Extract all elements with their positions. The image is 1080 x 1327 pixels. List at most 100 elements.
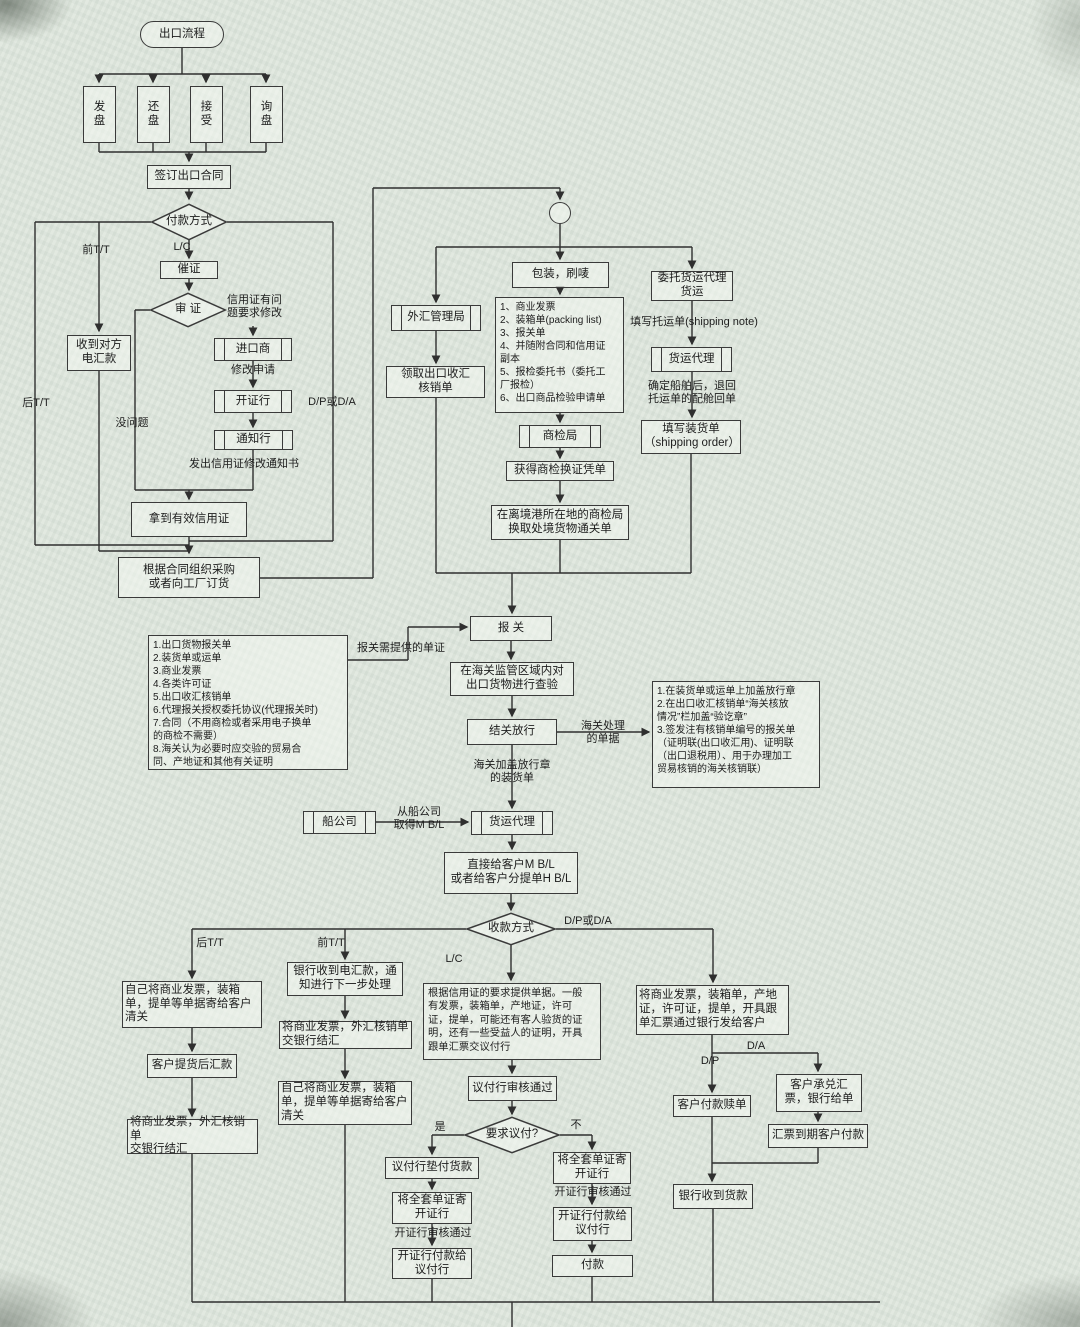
node-accept: 接 受 (190, 86, 223, 143)
label-lc-problem: 信用证有问 题要求修改 (227, 294, 282, 320)
label-dp-da: D/P或D/A (308, 396, 356, 408)
node-advising-bank-label: 通知行 (236, 433, 271, 446)
node-a1: 自己将商业发票，装箱 单，提单等单据寄给客户 清关 (122, 981, 262, 1028)
label-dp-da-2: D/P或D/A (564, 915, 612, 927)
node-f1-label: 将商业发票，装箱单，产地 证，许可证，提单，开具跟 单汇票通过银行发给客户 (639, 989, 777, 1029)
node-customs-release-label: 结关放行 (489, 725, 535, 738)
node-freight-agent-1: 货运代理 (651, 347, 732, 372)
label-no-problem: 没问题 (115, 417, 149, 429)
node-shipping-company-label: 船公司 (322, 815, 357, 828)
label-from-shipping-co: 从船公司 取得M B/L (393, 806, 445, 832)
node-d2-label: 将全套单证寄 开证行 (397, 1194, 467, 1220)
node-valid-lc: 拿到有效信用证 (131, 502, 247, 537)
node-port-inspection-label: 在离境港所在地的商检局 换取处境货物通关单 (496, 508, 624, 535)
node-inquiry-label: 询 盘 (260, 100, 273, 127)
node-d1: 议付行垫付货款 (385, 1157, 479, 1179)
node-b2-label: 将商业发票，外汇核销单 交银行结汇 (282, 1021, 409, 1047)
node-receive-tt-label: 收到对方 电汇款 (76, 339, 122, 365)
node-b1: 银行收到电汇款，通 知进行下一步处理 (287, 962, 403, 996)
node-collection-method: 收款方式 (466, 913, 556, 945)
node-payment-method-label: 付款方式 (166, 215, 212, 228)
node-accept-label: 接 受 (200, 100, 213, 127)
node-b2: 将商业发票，外汇核销单 交银行结汇 (279, 1021, 412, 1049)
node-counter-offer-label: 还 盘 (147, 100, 160, 127)
node-offer: 发 盘 (83, 86, 116, 143)
node-d3: 开证行付款给 议付行 (392, 1248, 472, 1279)
node-organize-procurement: 根据合同组织采购 或者向工厂订货 (118, 557, 260, 598)
label-qian-tt: 前T/T (82, 244, 110, 256)
node-safe-bureau-label: 外汇管理局 (407, 311, 465, 324)
node-a1-label: 自己将商业发票，装箱 单，提单等单据寄给客户 清关 (125, 983, 252, 1024)
node-b3: 自己将商业发票，装箱 单，提单等单据寄给客户 清关 (278, 1081, 412, 1125)
label-modify-request: 修改申请 (231, 364, 275, 376)
node-customs-declaration-label: 报 关 (497, 621, 525, 634)
node-sign-contract: 签订出口合同 (147, 165, 231, 189)
node-give-bl-label: 直接给客户M B/L 或者给客户分提单H B/L (450, 859, 572, 885)
node-negotiate-question-label: 要求议付? (485, 1128, 539, 1141)
connector-circle (549, 202, 571, 224)
node-urge-lc-label: 催证 (177, 263, 201, 276)
node-freight-agent-2-label: 货运代理 (489, 816, 535, 829)
node-freight-agent-2: 货运代理 (471, 811, 553, 835)
node-review-lc: 审 证 (150, 293, 226, 327)
node-customs-docs-label: 1.在装货单或运单上加盖放行章 2.在出口收汇核销单“海关核放 情况”栏加盖“验… (657, 686, 796, 775)
node-get-verification-form: 领取出口收汇 核销单 (386, 366, 485, 398)
node-packing-docs: 1、商业发票 2、装箱单(packing list) 3、报关单 4、并随附合同… (495, 297, 624, 413)
node-negotiate-question: 要求议付? (464, 1117, 560, 1153)
label-dp: D/P (700, 1055, 720, 1067)
node-urge-lc: 催证 (160, 261, 218, 279)
node-d3-label: 开证行付款给 议付行 (397, 1249, 467, 1276)
node-declaration-docs-label: 1.出口货物报关单 2.装货单或运单 3.商业发票 4.各类许可证 5.出口收汇… (153, 640, 318, 768)
node-f2-label: 客户付款赎单 (677, 1099, 747, 1112)
node-e3: 付款 (552, 1255, 633, 1277)
node-lc-docs-label: 根据信用证的要求提供单据。一般 有发票，装箱单，产地证，许可 证，提单，可能还有… (428, 988, 583, 1053)
node-e3-label: 付款 (581, 1259, 604, 1272)
label-lc: L/C (173, 241, 191, 253)
node-valid-lc-label: 拿到有效信用证 (148, 512, 230, 525)
node-port-inspection: 在离境港所在地的商检局 换取处境货物通关单 (491, 505, 629, 540)
label-lc-2: L/C (445, 953, 463, 965)
node-inspection-bureau-label: 商检局 (542, 429, 578, 442)
node-f5: 银行收到货款 (673, 1184, 753, 1209)
node-importer-label: 进口商 (235, 342, 271, 355)
node-inspection-bureau: 商检局 (519, 425, 601, 448)
node-get-inspection-cert: 获得商检换证凭单 (506, 461, 614, 481)
node-b1-label: 银行收到电汇款，通 知进行下一步处理 (293, 965, 397, 991)
node-d1-label: 议付行垫付货款 (391, 1161, 473, 1174)
node-f1: 将商业发票，装箱单，产地 证，许可证，提单，开具跟 单汇票通过银行发给客户 (636, 985, 789, 1035)
node-entrust-freight-label: 委托货运代理 货运 (657, 272, 727, 298)
node-negotiating-bank-approved: 议付行审核通过 (468, 1076, 557, 1101)
node-payment-method: 付款方式 (151, 204, 227, 240)
node-packing-docs-label: 1、商业发票 2、装箱单(packing list) 3、报关单 4、并随附合同… (500, 302, 606, 404)
label-yes: 是 (434, 1121, 446, 1133)
node-safe-bureau: 外汇管理局 (391, 305, 481, 331)
node-get-verification-form-label: 领取出口收汇 核销单 (401, 368, 470, 394)
node-customs-inspection-label: 在海关监管区域内对 出口货物进行查验 (460, 665, 564, 691)
node-a3-label: 将商业发票，外汇核销单 交银行结汇 (130, 1115, 245, 1156)
node-entrust-freight: 委托货运代理 货运 (651, 271, 733, 301)
label-issue-modify-notice: 发出信用证修改通知书 (189, 458, 299, 470)
node-e1: 将全套单证寄 开证行 (553, 1152, 631, 1184)
node-packing-label: 包装，刷唛 (531, 268, 590, 281)
node-review-lc-label: 审 证 (174, 303, 202, 316)
node-f5-label: 银行收到货款 (678, 1189, 748, 1202)
node-f3: 客户承兑汇 票，银行给单 (776, 1074, 862, 1112)
node-fill-shipping-order: 填写装货单 （shipping order） (641, 420, 741, 454)
label-issuing-approved-d: 开证行审核通过 (394, 1227, 472, 1239)
node-b3-label: 自己将商业发票，装箱 单，提单等单据寄给客户 清关 (281, 1082, 408, 1122)
node-f2: 客户付款赎单 (673, 1095, 751, 1117)
node-e2-label: 开证行付款给 议付行 (558, 1210, 627, 1236)
node-start-label: 出口流程 (159, 27, 205, 40)
node-fill-shipping-order-label: 填写装货单 （shipping order） (644, 423, 740, 449)
label-no: 不 (570, 1119, 582, 1131)
node-shipping-company: 船公司 (303, 811, 376, 834)
node-start: 出口流程 (140, 21, 224, 48)
node-d2: 将全套单证寄 开证行 (392, 1192, 472, 1224)
node-a2: 客户提货后汇款 (147, 1054, 237, 1078)
label-hou-tt: 后T/T (22, 397, 50, 409)
node-collection-method-label: 收款方式 (488, 922, 534, 935)
label-fill-shipping-note: 填写托运单(shipping note) (630, 316, 758, 328)
label-confirm-vessel: 确定船舶后，退回 托运单的配舱回单 (648, 380, 736, 406)
node-give-bl: 直接给客户M B/L 或者给客户分提单H B/L (444, 852, 578, 894)
node-importer: 进口商 (214, 338, 292, 361)
